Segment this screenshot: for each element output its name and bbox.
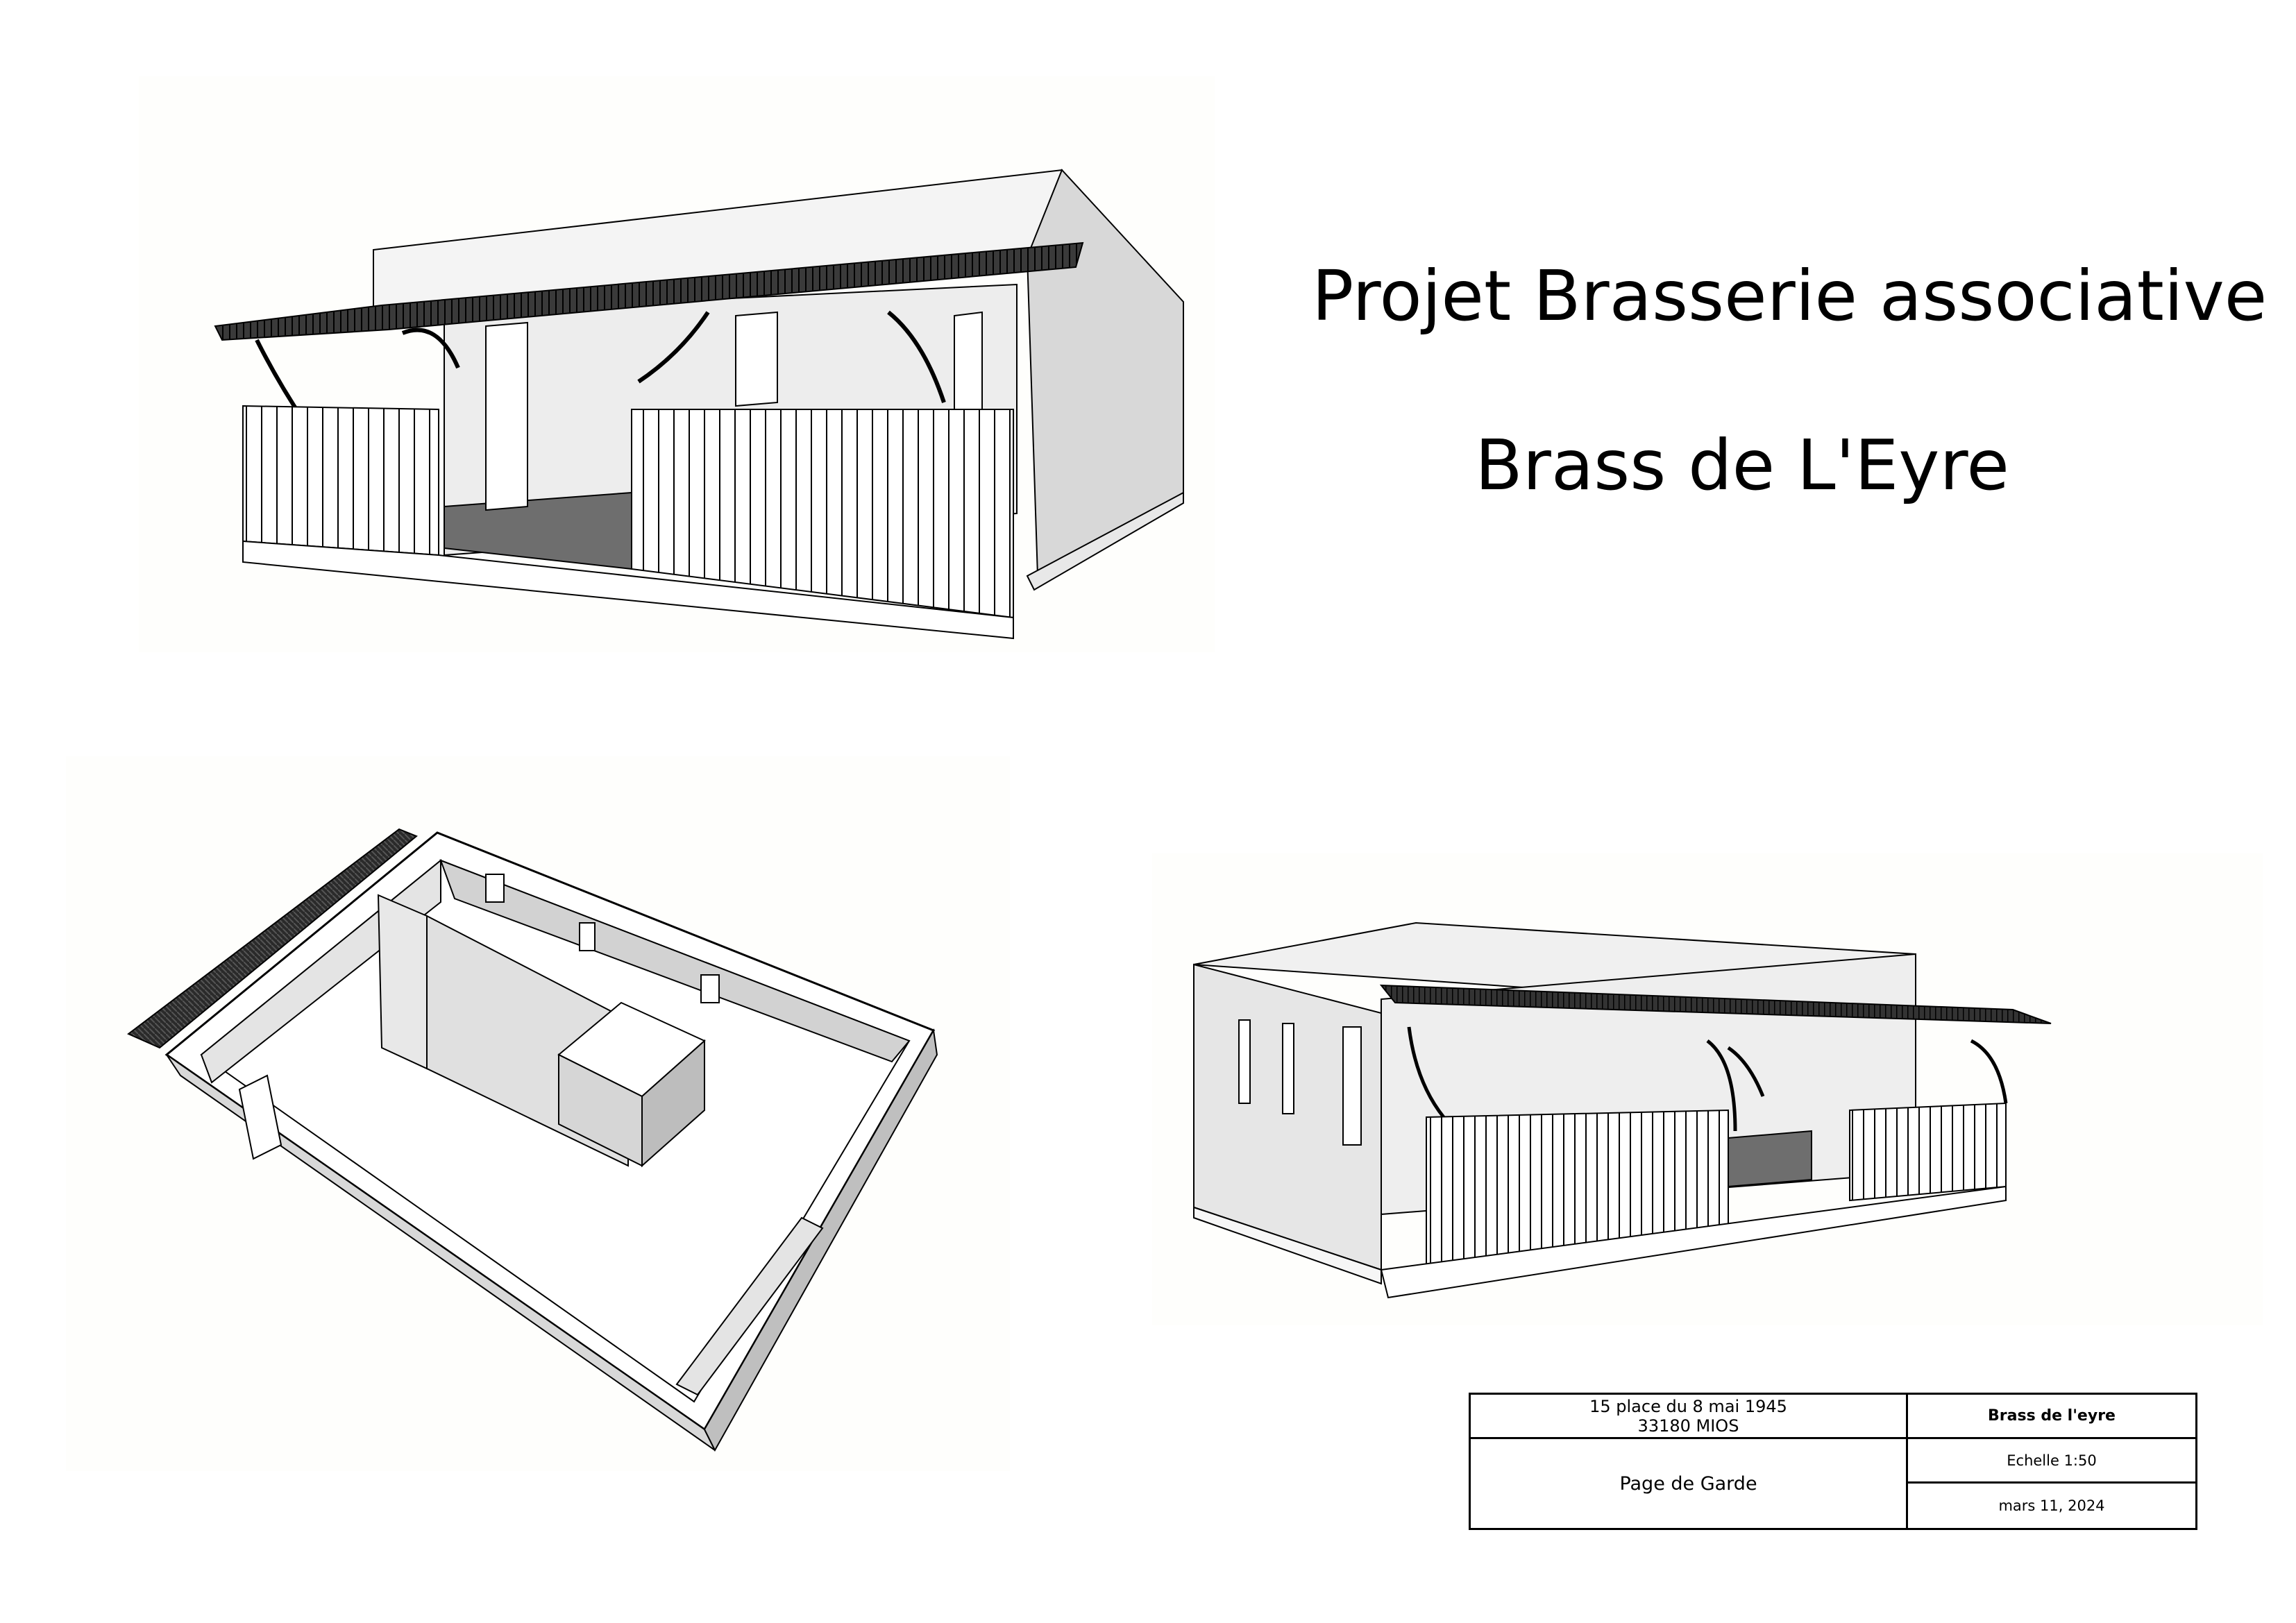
- address-line-2: 33180 MIOS: [1637, 1416, 1739, 1436]
- aerial-interior-drawing: [127, 828, 938, 1452]
- project-title: Projet Brasserie associative: [1312, 255, 2268, 337]
- side-perspective-drawing: [1193, 921, 2052, 1299]
- aerial-interior-view: [66, 756, 1010, 1471]
- date-cell: mars 11, 2024: [1998, 1497, 2105, 1514]
- page-name-cell: Page de Garde: [1471, 1439, 1908, 1528]
- project-name-cell: Brass de l'eyre: [1908, 1395, 2195, 1439]
- side-perspective-view: [1152, 853, 2263, 1325]
- scale-cell: Echelle 1:50: [1908, 1439, 2195, 1484]
- address-line-1: 15 place du 8 mai 1945: [1589, 1396, 1787, 1416]
- project-subtitle: Brass de L'Eyre: [1475, 425, 2009, 506]
- front-perspective-view: [139, 76, 1215, 652]
- front-perspective-drawing: [214, 169, 1184, 640]
- address-cell: 15 place du 8 mai 1945 33180 MIOS: [1471, 1395, 1908, 1439]
- title-block: 15 place du 8 mai 1945 33180 MIOS Brass …: [1469, 1393, 2197, 1530]
